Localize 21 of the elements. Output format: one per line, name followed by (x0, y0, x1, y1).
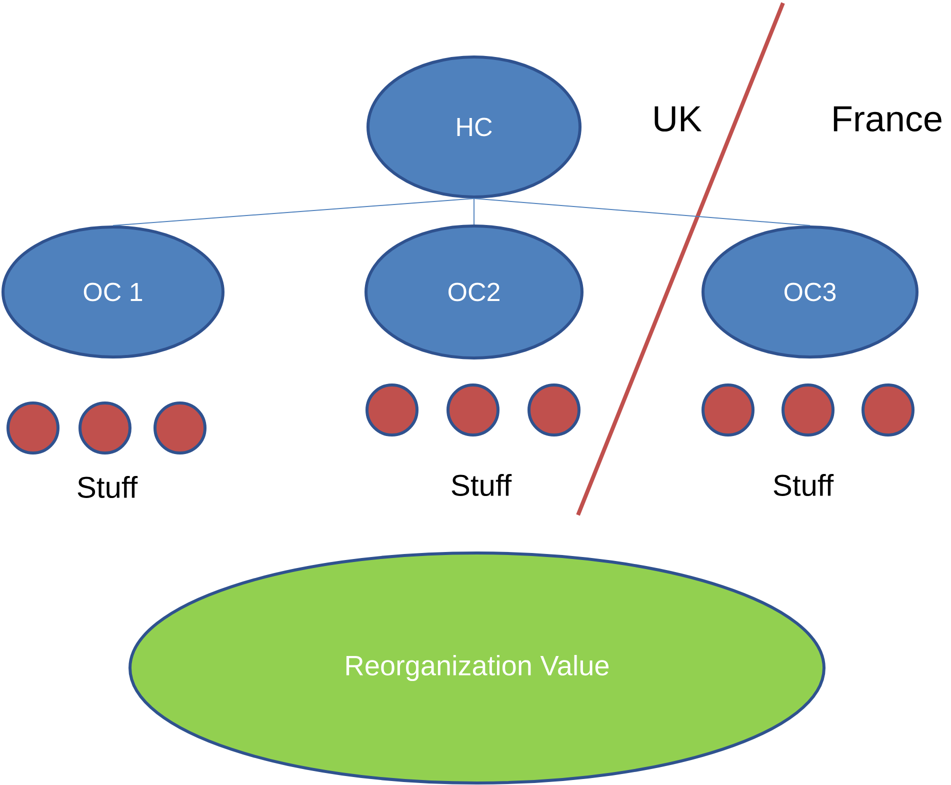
circle-node (78, 402, 132, 454)
circle-node (702, 384, 754, 436)
oval-node: OC3 (702, 226, 918, 358)
text-label: UK (654, 106, 702, 132)
oval-node: OC2 (364, 224, 584, 360)
circle-node (782, 384, 834, 436)
text-label: Stuff (774, 474, 834, 496)
circle-node (6, 402, 60, 454)
circle-node (446, 384, 500, 436)
connector-line (474, 198, 810, 226)
oval-node: HC (366, 56, 582, 198)
text-label: France (834, 106, 942, 132)
circle-node (528, 384, 580, 436)
oval-node: OC 1 (2, 226, 224, 358)
connector-line (112, 198, 474, 226)
circle-node (154, 402, 206, 454)
oval-node: Reorganization Value (128, 552, 826, 784)
text-label: Stuff (78, 476, 138, 498)
circle-node (862, 384, 914, 436)
circle-node (366, 384, 418, 436)
text-label: Stuff (452, 474, 512, 496)
